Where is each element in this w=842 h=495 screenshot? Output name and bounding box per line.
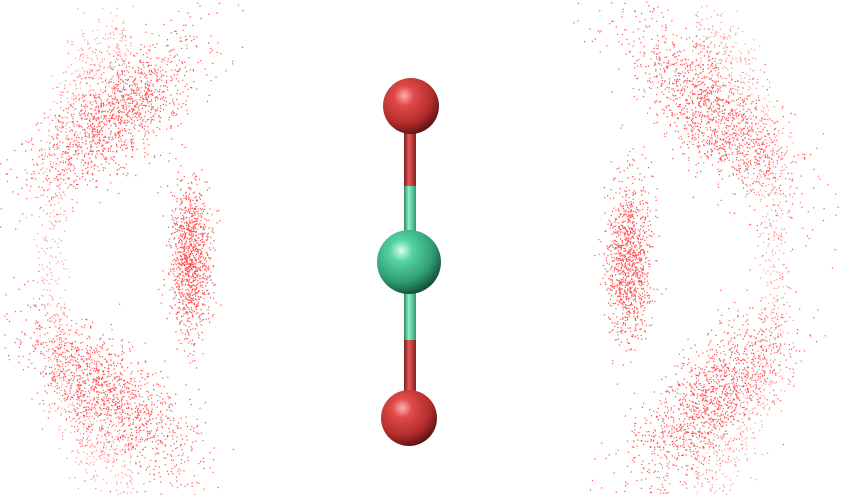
left-upper-lobe bbox=[0, 2, 244, 230]
left-upper-lobe-points bbox=[0, 2, 244, 230]
bond-bottom-center-segment bbox=[404, 292, 416, 340]
left-middle-lobe bbox=[158, 144, 222, 386]
right-middle-lobe-points bbox=[594, 127, 667, 385]
right-halo bbox=[694, 5, 794, 495]
right-lower-lobe-points bbox=[589, 267, 834, 494]
bond-top-center-segment bbox=[404, 186, 416, 234]
bond-top-oxygen-segment bbox=[404, 130, 416, 186]
right-lower-lobe bbox=[589, 267, 834, 494]
left-halo-points bbox=[25, 5, 134, 495]
right-upper-lobe bbox=[573, 1, 839, 256]
right-upper-lobe-points bbox=[573, 1, 839, 256]
left-lower-lobe-points bbox=[4, 270, 234, 495]
bottom-oxygen-atom bbox=[381, 390, 437, 446]
center-atom bbox=[377, 230, 441, 294]
left-lower-lobe bbox=[4, 270, 234, 495]
bond-bottom-oxygen-segment bbox=[404, 340, 416, 396]
molecule bbox=[377, 78, 441, 446]
left-middle-lobe-points bbox=[158, 144, 222, 386]
right-middle-lobe bbox=[594, 127, 667, 385]
left-halo bbox=[25, 5, 134, 495]
right-halo-points bbox=[694, 5, 794, 495]
top-oxygen-atom bbox=[383, 78, 439, 134]
